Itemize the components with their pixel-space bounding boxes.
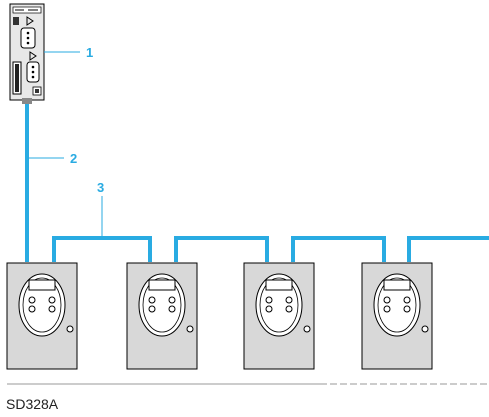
bus-cable-1 bbox=[52, 236, 152, 262]
controller-module bbox=[9, 3, 45, 104]
cables bbox=[25, 104, 489, 262]
drive-2 bbox=[126, 262, 198, 370]
callout-1: 1 bbox=[86, 45, 93, 60]
callout-3: 3 bbox=[97, 180, 104, 195]
drive-3 bbox=[243, 262, 315, 370]
callout-leaders bbox=[29, 51, 103, 236]
reference-caption: SD328A bbox=[6, 396, 59, 412]
drive-4 bbox=[361, 262, 433, 370]
bus-cable-3 bbox=[291, 236, 386, 262]
drive-1 bbox=[6, 262, 78, 370]
bus-cable-4 bbox=[407, 236, 489, 262]
bus-cable-2 bbox=[174, 236, 269, 262]
callout-2: 2 bbox=[70, 151, 77, 166]
